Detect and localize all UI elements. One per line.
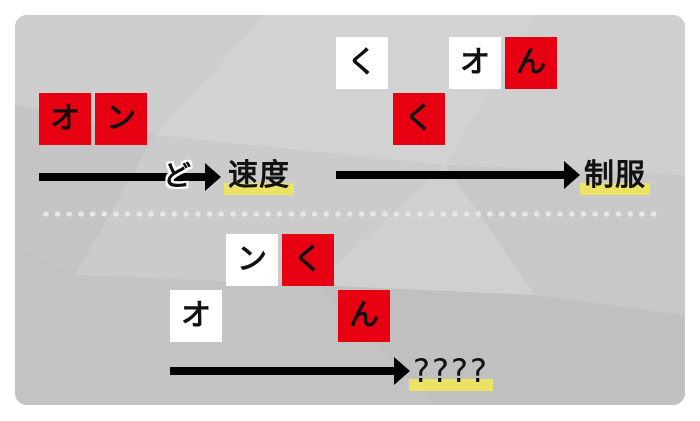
puzzle-card: オ ン ど 速度 く く オ ん 制服 ン く オ [15,15,685,405]
tile-ku: く [282,234,334,286]
arrow-right-icon [336,161,580,189]
connector-char: ど [163,159,192,192]
arrow-right-icon [39,163,221,191]
tile-char: ン [106,101,136,136]
tile-char: オ [460,45,490,80]
highlight-bar [224,183,294,195]
tile-n: ん [338,290,390,342]
dotted-divider [40,211,662,217]
result-word-unknown: ???? [409,355,493,391]
tile-char: く [293,242,323,277]
arrow-right-icon [170,357,410,385]
tile-char: オ [181,298,211,333]
tile-ku: く [336,37,388,89]
tile-char: オ [50,101,80,136]
tile-o: オ [170,290,222,342]
tile-char: く [347,45,377,80]
tile-n: ン [95,93,147,145]
result-word-1: 速度 [224,161,294,195]
tile-n: ン [226,234,278,286]
highlight-bar [580,183,650,195]
tile-ku: く [393,93,445,145]
tile-char: ん [516,45,546,80]
tile-o: オ [449,37,501,89]
tile-char: く [404,101,434,136]
highlight-bar [409,379,493,391]
tile-n: ん [505,37,557,89]
tile-o: オ [39,93,91,145]
tile-char: ン [237,242,267,277]
polygon-background [15,15,685,405]
tile-char: ん [349,298,379,333]
result-word-2: 制服 [580,161,650,195]
